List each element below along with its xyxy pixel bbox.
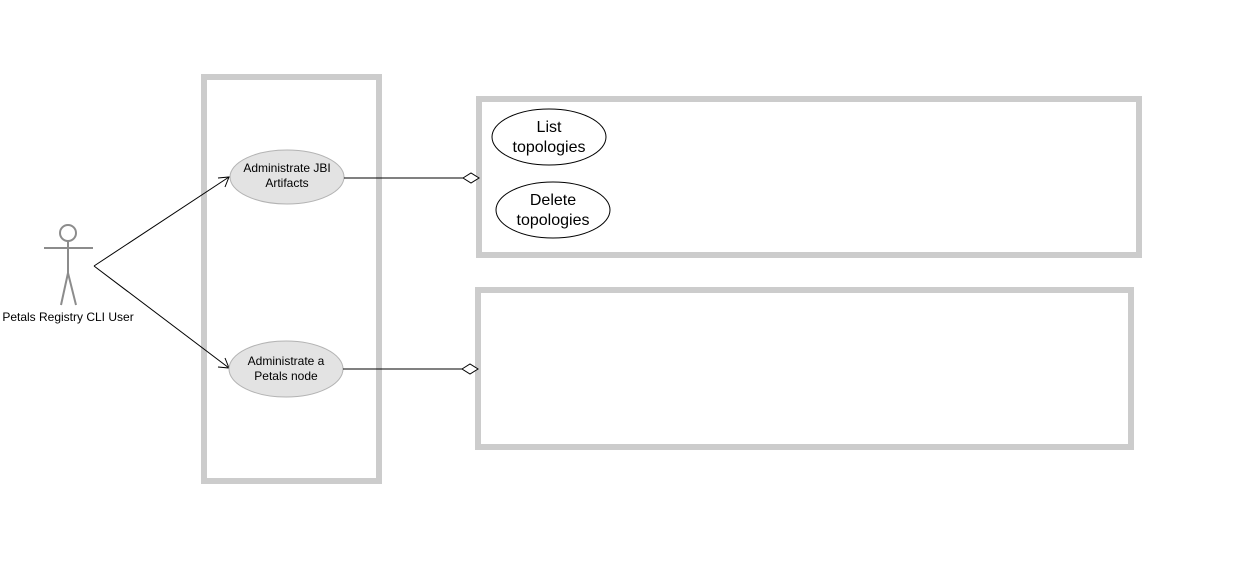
actor-head <box>59 224 77 242</box>
use-case-administrate-petals-node[interactable]: Administrate a Petals node <box>228 340 344 398</box>
actor-petals-registry-cli-user[interactable]: Petals Registry CLI User <box>2 224 134 324</box>
use-case-list-line2: topologies <box>513 139 586 156</box>
actor-left-leg <box>60 272 69 306</box>
use-case-node-line2: Petals node <box>254 369 318 383</box>
use-case-administrate-jbi-artifacts[interactable]: Administrate JBI Artifacts <box>229 149 345 205</box>
use-case-list-topologies[interactable]: List topologies <box>491 108 607 166</box>
system-boundary <box>201 74 382 484</box>
use-case-delete-line2: topologies <box>517 212 590 229</box>
petals-node-package <box>475 287 1134 450</box>
aggregation-node-to-package <box>343 363 479 375</box>
use-case-delete-line1: Delete <box>530 192 576 209</box>
actor-label: Petals Registry CLI User <box>2 310 133 324</box>
use-case-jbi-line2: Artifacts <box>265 176 308 190</box>
use-case-jbi-line1: Administrate JBI <box>243 161 330 175</box>
association-actor-jbi <box>93 176 230 267</box>
aggregation-jbi-to-package <box>344 172 480 184</box>
actor-right-leg <box>67 272 77 306</box>
use-case-node-line1: Administrate a <box>248 354 325 368</box>
use-case-delete-topologies[interactable]: Delete topologies <box>495 181 611 239</box>
use-case-list-line1: List <box>537 119 562 136</box>
